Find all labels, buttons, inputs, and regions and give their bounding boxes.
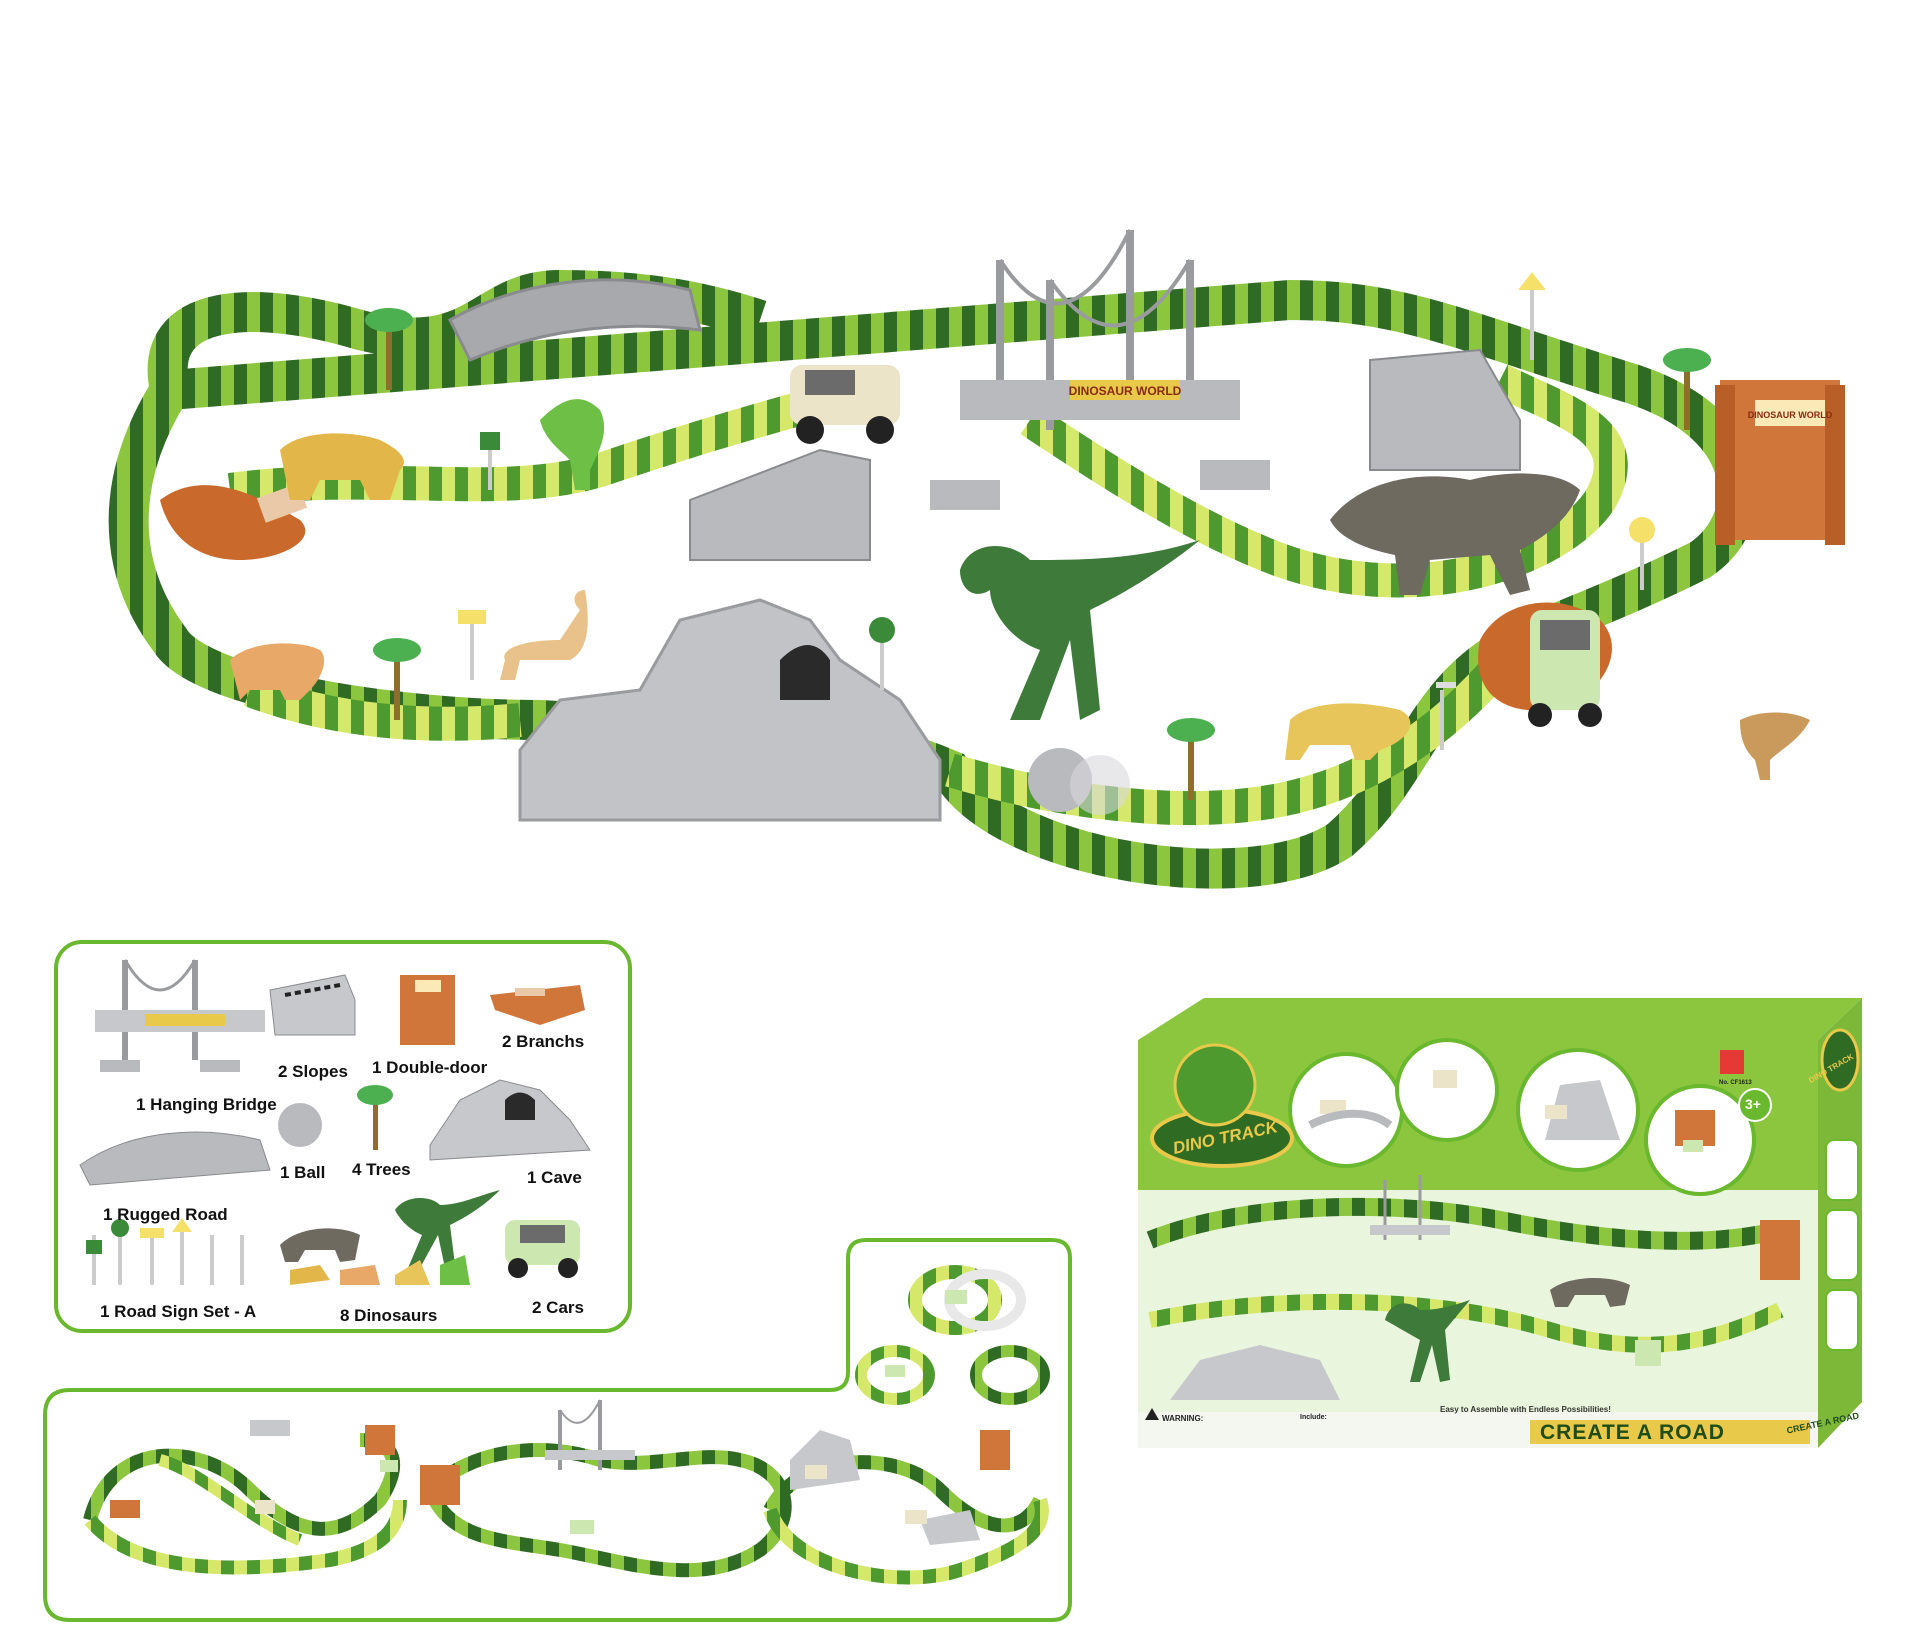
rugged-road-icon — [79, 1131, 271, 1186]
contents-label-road-sign-set: 1 Road Sign Set - A — [100, 1302, 257, 1321]
brachiosaurus-dinosaur — [500, 590, 588, 680]
rugged-road — [448, 278, 702, 362]
warning-icon — [1145, 1408, 1159, 1420]
contents-label-cars: 2 Cars — [532, 1298, 584, 1317]
layout-1-thumbnail — [83, 1420, 407, 1575]
ankylosaurus-dinosaur — [280, 433, 404, 500]
layout-3-thumbnail — [763, 1430, 1049, 1585]
hanging-bridge-icon — [95, 959, 265, 1072]
spinosaurus-dinosaur — [540, 399, 605, 490]
road-sign-4 — [1518, 272, 1546, 360]
cave — [518, 598, 942, 822]
contents-label-ball: 1 Ball — [280, 1163, 326, 1182]
box-warning: WARNING: — [1162, 1414, 1204, 1423]
main-track-scene: DINOSAUR WORLD DINOSAUR WORLD — [108, 229, 1845, 889]
dinosaur-icon — [280, 1190, 500, 1285]
box-circle-2 — [1395, 1038, 1499, 1142]
box-age: 3+ — [1745, 1096, 1761, 1112]
contents-label-hanging-bridge: 1 Hanging Bridge — [136, 1095, 277, 1114]
double-door-icon — [400, 975, 455, 1045]
car-top — [790, 365, 900, 444]
tree-2 — [373, 638, 421, 720]
layout-2-thumbnail — [420, 1399, 792, 1578]
contents-label-rugged-road: 1 Rugged Road — [103, 1205, 228, 1224]
road-sign-1 — [480, 432, 500, 490]
trex-dinosaur — [960, 540, 1200, 720]
road-sign-6 — [1436, 682, 1456, 750]
ball-icon — [278, 1103, 322, 1147]
tree-icon — [357, 1085, 393, 1150]
double-door-gate — [1715, 380, 1845, 545]
cave-entrance — [780, 645, 830, 700]
tree-1 — [365, 308, 413, 390]
slope-left — [689, 448, 871, 561]
contents-label-branchs: 2 Branchs — [502, 1032, 585, 1051]
box-model: No. CF1613 — [1719, 1080, 1752, 1086]
contents-label-dinosaurs: 8 Dinosaurs — [340, 1306, 438, 1325]
stunt-rings — [855, 1265, 1050, 1405]
contents-label-double-door: 1 Double-door — [372, 1058, 488, 1077]
road-sign-5 — [1629, 517, 1655, 590]
contents-label-cave: 1 Cave — [527, 1168, 582, 1187]
triceratops-dinosaur — [1330, 473, 1580, 595]
bridge-sign: DINOSAUR WORLD — [1069, 384, 1182, 398]
road-sign-2 — [458, 610, 486, 680]
age-badge — [1738, 1088, 1772, 1122]
tree-4 — [1663, 348, 1711, 430]
small-triceratops-dinosaur — [230, 643, 325, 700]
stegosaurus-dinosaur — [1285, 703, 1411, 760]
slope-right — [1369, 348, 1521, 471]
box-includes: Include: — [1300, 1414, 1327, 1421]
car-icon — [505, 1220, 580, 1278]
road-sign-icon — [86, 1218, 244, 1285]
road-sign-3 — [869, 617, 895, 690]
side-dino-badge — [1820, 1028, 1860, 1092]
contents-label-slopes: 2 Slopes — [278, 1062, 348, 1081]
small-trex-dinosaur — [1740, 712, 1810, 780]
box-headline: CREATE A ROAD — [1540, 1421, 1725, 1444]
hanging-bridge — [930, 229, 1270, 510]
brand-logo — [1720, 1050, 1744, 1074]
contents-label-trees: 4 Trees — [352, 1160, 411, 1179]
cave-icon — [429, 1079, 591, 1161]
box-slogan: Easy to Assemble with Endless Possibilit… — [1440, 1405, 1611, 1414]
headline-strip — [1530, 1420, 1810, 1444]
gate-sign: DINOSAUR WORLD — [1748, 410, 1833, 420]
car-right — [1528, 610, 1602, 727]
tree-3 — [1167, 718, 1215, 800]
slope-icon — [269, 974, 356, 1036]
branch-icon — [490, 985, 585, 1025]
